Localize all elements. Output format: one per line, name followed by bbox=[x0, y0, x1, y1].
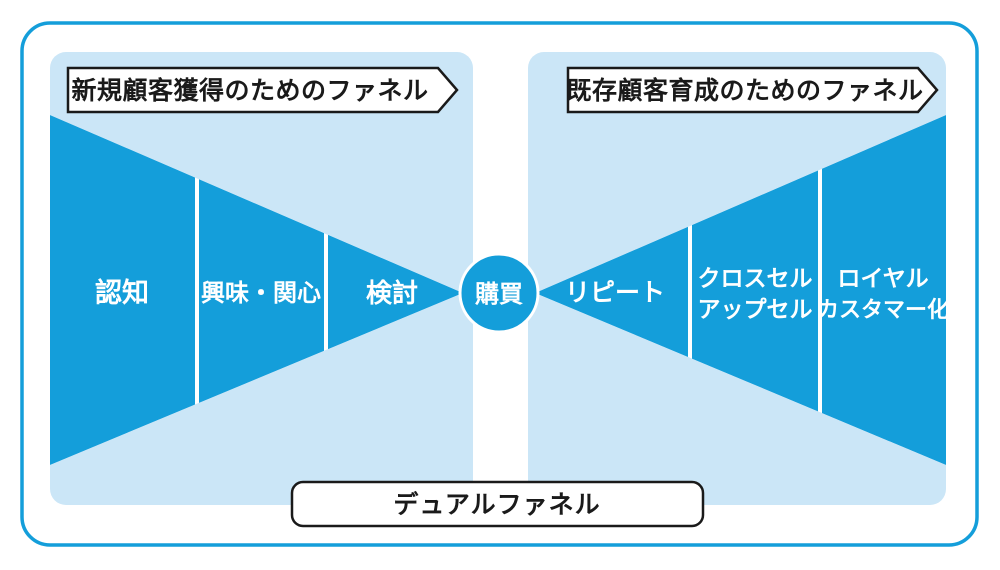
acquisition-title-banner bbox=[66, 66, 459, 114]
dual-funnel-label-box bbox=[290, 480, 705, 528]
stage-label-up-sell: アップセル bbox=[698, 296, 813, 322]
acquisition-funnel-shape bbox=[50, 115, 463, 465]
outer-frame bbox=[20, 21, 979, 547]
purchase-label: 購買 bbox=[475, 281, 523, 308]
stage-label-awareness: 認知 bbox=[95, 277, 149, 308]
stage-label-consideration: 検討 bbox=[366, 278, 418, 308]
stage-label-loyal-customer: ロイヤル カスタマー化 bbox=[817, 265, 949, 322]
stage-label-cross-sell-up-sell: クロスセル アップセル bbox=[698, 265, 813, 322]
retention-funnel-shape bbox=[535, 115, 946, 465]
retention-title: 既存顧客育成のためのファネル bbox=[566, 76, 923, 105]
acquisition-title: 新規顧客獲得のためのファネル bbox=[71, 76, 428, 105]
stage-label-interest: 興味・関心 bbox=[201, 280, 321, 307]
stage-label-loyal: ロイヤル bbox=[837, 265, 928, 291]
retention-title-banner bbox=[566, 66, 939, 114]
stage-label-cross-sell: クロスセル bbox=[698, 265, 813, 291]
stage-label-repeat: リピート bbox=[565, 279, 665, 307]
stage-label-customer-ization: カスタマー化 bbox=[817, 297, 949, 322]
dual-funnel-label: デュアルファネル bbox=[393, 490, 600, 519]
purchase-circle bbox=[458, 252, 540, 334]
